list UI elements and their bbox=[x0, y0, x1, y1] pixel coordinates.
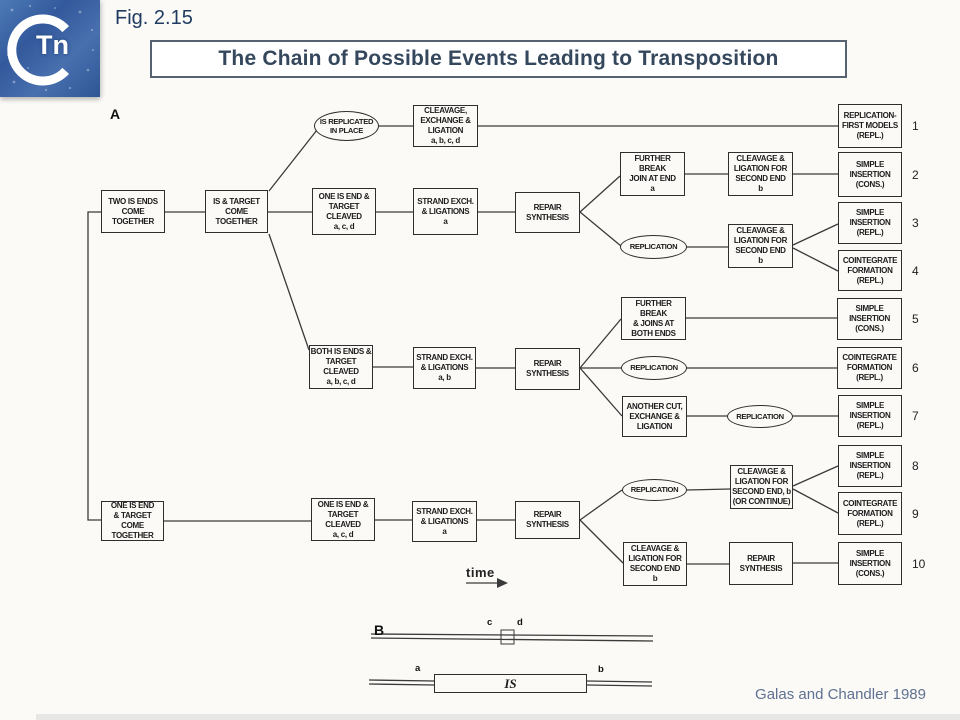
outcome-number-1: 1 bbox=[912, 119, 919, 133]
time-axis-label: time bbox=[466, 565, 495, 580]
node-simple-insertion-cons-10: SIMPLE INSERTION (CONS.) bbox=[838, 542, 902, 585]
node-strand-exch-ligations-a-top: STRAND EXCH. & LIGATIONS a bbox=[413, 188, 478, 235]
citation-text: Galas and Chandler 1989 bbox=[755, 686, 926, 703]
node-simple-insertion-cons-5: SIMPLE INSERTION (CONS.) bbox=[837, 298, 902, 340]
node-two-is-ends-come-together: TWO IS ENDS COME TOGETHER bbox=[101, 190, 165, 233]
node-repair-synthesis-3: REPAIR SYNTHESIS bbox=[515, 501, 580, 539]
node-further-break-joins-both-ends: FURTHER BREAK & JOINS AT BOTH ENDS bbox=[621, 297, 686, 340]
slide-bottom-strip bbox=[36, 714, 960, 720]
node-is-and-target-come-together: IS & TARGET COME TOGETHER bbox=[205, 190, 268, 233]
node-cointegrate-formation-9: COINTEGRATE FORMATION (REPL.) bbox=[838, 492, 902, 535]
node-both-is-ends-target-cleaved: BOTH IS ENDS & TARGET CLEAVED a, b, c, d bbox=[309, 345, 373, 389]
section-b-label: B bbox=[374, 622, 385, 638]
end-b-label: b bbox=[598, 664, 604, 675]
node-simple-insertion-repl-3: SIMPLE INSERTION (REPL.) bbox=[838, 202, 902, 244]
logo-tn-text: Tn bbox=[36, 30, 69, 60]
outcome-number-3: 3 bbox=[912, 216, 919, 230]
node-another-cut-exchange-ligation: ANOTHER CUT, EXCHANGE & LIGATION bbox=[622, 396, 687, 437]
node-replication-ellipse-4: REPLICATION bbox=[622, 479, 687, 501]
site-d-label: d bbox=[517, 617, 523, 628]
node-is-replicated-in-place: IS REPLICATED IN PLACE bbox=[314, 111, 379, 141]
node-replication-ellipse-2: REPLICATION bbox=[621, 356, 687, 380]
node-simple-insertion-repl-7: SIMPLE INSERTION (REPL.) bbox=[838, 395, 902, 437]
node-cleavage-exchange-ligation: CLEAVAGE, EXCHANGE & LIGATION a, b, c, d bbox=[413, 105, 478, 147]
node-one-is-end-target-cleaved-top: ONE IS END & TARGET CLEAVED a, c, d bbox=[312, 188, 376, 235]
title-box: The Chain of Possible Events Leading to … bbox=[150, 40, 847, 78]
node-replication-ellipse-1: REPLICATION bbox=[620, 235, 687, 259]
end-a-label: a bbox=[415, 663, 421, 674]
node-repair-synthesis-1: REPAIR SYNTHESIS bbox=[515, 192, 580, 233]
node-cointegrate-formation-4: COINTEGRATE FORMATION (REPL.) bbox=[838, 250, 902, 291]
section-a-label: A bbox=[110, 106, 121, 122]
node-further-break-join-at-end: FURTHER BREAK JOIN AT END a bbox=[620, 152, 685, 196]
outcome-number-7: 7 bbox=[912, 409, 919, 423]
node-repair-synthesis-2: REPAIR SYNTHESIS bbox=[515, 348, 580, 390]
node-simple-insertion-repl-8: SIMPLE INSERTION (REPL.) bbox=[838, 445, 902, 487]
outcome-number-2: 2 bbox=[912, 167, 919, 182]
time-arrowhead-icon bbox=[497, 578, 508, 588]
figure-number-label: Fig. 2.15 bbox=[115, 7, 193, 29]
node-strand-exch-ligations-a-bottom: STRAND EXCH. & LIGATIONS a bbox=[412, 501, 477, 542]
node-cleavage-ligation-second-end-1: CLEAVAGE & LIGATION FOR SECOND END b bbox=[728, 152, 793, 196]
outcome-number-4: 4 bbox=[912, 263, 919, 278]
logo-c-icon bbox=[6, 4, 94, 92]
node-simple-insertion-cons-2: SIMPLE INSERTION (CONS.) bbox=[838, 152, 902, 197]
outcome-number-10: 10 bbox=[912, 556, 926, 571]
node-replication-first-models: REPLICATION- FIRST MODELS (REPL.) bbox=[838, 104, 902, 148]
page-title: The Chain of Possible Events Leading to … bbox=[218, 47, 779, 70]
tn-center-logo: Tn bbox=[0, 0, 100, 97]
node-cointegrate-formation-6: COINTEGRATE FORMATION (REPL.) bbox=[837, 347, 902, 389]
node-cleavage-ligation-or-continue: CLEAVAGE & LIGATION FOR SECOND END, b (O… bbox=[730, 465, 793, 509]
node-one-is-end-target-come-together: ONE IS END & TARGET COME TOGETHER bbox=[101, 501, 164, 541]
outcome-number-9: 9 bbox=[912, 506, 919, 521]
node-cleavage-ligation-second-end-bottom: CLEAVAGE & LIGATION FOR SECOND END b bbox=[623, 542, 687, 586]
node-cleavage-ligation-second-end-2: CLEAVAGE & LIGATION FOR SECOND END b bbox=[728, 224, 793, 268]
site-c-label: c bbox=[487, 617, 493, 628]
outcome-number-5: 5 bbox=[912, 312, 919, 326]
outcome-number-6: 6 bbox=[912, 361, 919, 375]
is-element-box: IS bbox=[434, 674, 587, 693]
node-replication-ellipse-3: REPLICATION bbox=[727, 405, 793, 428]
outcome-number-8: 8 bbox=[912, 459, 919, 473]
node-repair-synthesis-4: REPAIR SYNTHESIS bbox=[729, 542, 793, 585]
node-one-is-end-target-cleaved-bottom: ONE IS END & TARGET CLEAVED a, c, d bbox=[311, 498, 375, 541]
node-strand-exch-ligations-ab: STRAND EXCH. & LIGATIONS a, b bbox=[413, 347, 476, 389]
